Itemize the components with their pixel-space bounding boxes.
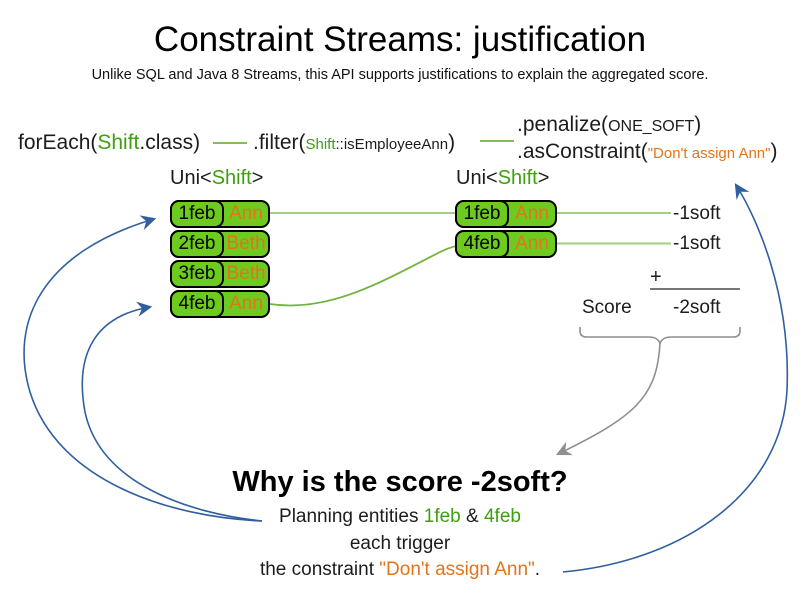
page-subtitle: Unlike SQL and Java 8 Streams, this API … bbox=[91, 67, 709, 83]
label-class-name: Shift bbox=[211, 167, 252, 189]
penalty-value-1: -1soft bbox=[673, 203, 721, 224]
date-label: 4feb bbox=[463, 233, 501, 254]
code-foreach: forEach(Shift.class) bbox=[18, 131, 200, 155]
employee-name: Beth bbox=[226, 263, 266, 284]
plus-sign: + bbox=[650, 266, 662, 288]
employee-name: Ann bbox=[515, 233, 549, 254]
penalty-value-2: -1soft bbox=[673, 233, 721, 254]
employee-name: Ann bbox=[515, 203, 549, 224]
arrow-why-to-1feb bbox=[23, 215, 263, 522]
arrow-score-to-why bbox=[555, 342, 661, 456]
why-heading: Why is the score -2soft? bbox=[232, 466, 568, 498]
shift-row: Ann 1feb bbox=[170, 200, 270, 228]
why-text: . bbox=[534, 559, 541, 580]
date-label: 1feb bbox=[178, 203, 216, 224]
arrow-why-to-constraint bbox=[562, 183, 789, 573]
code-asconstraint: .asConstraint("Don't assign Ann") bbox=[517, 140, 777, 164]
score-brace bbox=[579, 327, 741, 345]
right-stream-type-label: Uni<Shift> bbox=[456, 167, 549, 190]
shift-row: Ann 4feb bbox=[170, 290, 270, 318]
label-text: Uni< bbox=[456, 167, 498, 189]
why-text: & bbox=[460, 506, 484, 527]
code-text: ) bbox=[694, 113, 702, 136]
entity-ref-4feb: 4feb bbox=[483, 506, 521, 527]
code-score-constant: ONE_SOFT bbox=[608, 118, 695, 135]
right-shift-group: Ann 1feb Ann 4feb bbox=[455, 200, 557, 258]
score-total: -2soft bbox=[673, 297, 721, 318]
why-line-trigger: each trigger bbox=[349, 533, 451, 554]
left-shift-group: Ann 1feb Beth 2feb Beth 3feb Ann 4feb bbox=[170, 200, 270, 318]
employee-name: Ann bbox=[229, 293, 263, 314]
code-text: .filter( bbox=[253, 131, 306, 154]
score-label: Score bbox=[582, 297, 632, 318]
code-class-name: Shift bbox=[97, 131, 140, 154]
code-class-name: Shift bbox=[305, 136, 336, 153]
date-chip: 4feb bbox=[170, 290, 224, 318]
code-filter: .filter(Shift::isEmployeeAnn) bbox=[253, 131, 455, 155]
code-text: ) bbox=[448, 131, 456, 154]
date-chip: 4feb bbox=[455, 230, 509, 258]
stream-curve-4feb bbox=[269, 242, 473, 307]
why-text: the constraint bbox=[259, 559, 380, 580]
why-line-entities: Planning entities 1feb & 4feb bbox=[0, 506, 800, 528]
shift-row: Ann 4feb bbox=[455, 230, 557, 258]
code-penalize: .penalize(ONE_SOFT) bbox=[517, 113, 701, 137]
date-label: 4feb bbox=[178, 293, 216, 314]
label-text: > bbox=[251, 167, 264, 189]
date-chip: 3feb bbox=[170, 260, 224, 288]
entity-ref-1feb: 1feb bbox=[423, 506, 461, 527]
code-text: .asConstraint( bbox=[517, 140, 648, 163]
constraint-name-ref: "Don't assign Ann" bbox=[379, 559, 535, 580]
label-text: Uni< bbox=[170, 167, 212, 189]
code-text: forEach( bbox=[18, 131, 98, 154]
employee-name: Beth bbox=[226, 233, 266, 254]
left-stream-type-label: Uni<Shift> bbox=[170, 167, 263, 190]
why-line-constraint: the constraint "Don't assign Ann". bbox=[0, 559, 800, 581]
date-chip: 1feb bbox=[455, 200, 509, 228]
code-text: ) bbox=[770, 140, 778, 163]
shift-row: Beth 3feb bbox=[170, 260, 270, 288]
code-text: .penalize( bbox=[517, 113, 609, 136]
date-chip: 2feb bbox=[170, 230, 224, 258]
date-label: 1feb bbox=[463, 203, 501, 224]
page-title: Constraint Streams: justification bbox=[153, 20, 647, 59]
why-text: Planning entities bbox=[279, 506, 424, 527]
date-label: 3feb bbox=[178, 263, 216, 284]
date-label: 2feb bbox=[178, 233, 216, 254]
code-method-ref: ::isEmployeeAnn bbox=[335, 136, 449, 153]
arrow-why-to-4feb bbox=[81, 301, 263, 522]
code-text: .class) bbox=[139, 131, 201, 154]
label-text: > bbox=[537, 167, 550, 189]
date-chip: 1feb bbox=[170, 200, 224, 228]
label-class-name: Shift bbox=[497, 167, 538, 189]
employee-name: Ann bbox=[229, 203, 263, 224]
shift-row: Ann 1feb bbox=[455, 200, 557, 228]
constraint-name: "Don't assign Ann" bbox=[647, 145, 771, 162]
shift-row: Beth 2feb bbox=[170, 230, 270, 258]
